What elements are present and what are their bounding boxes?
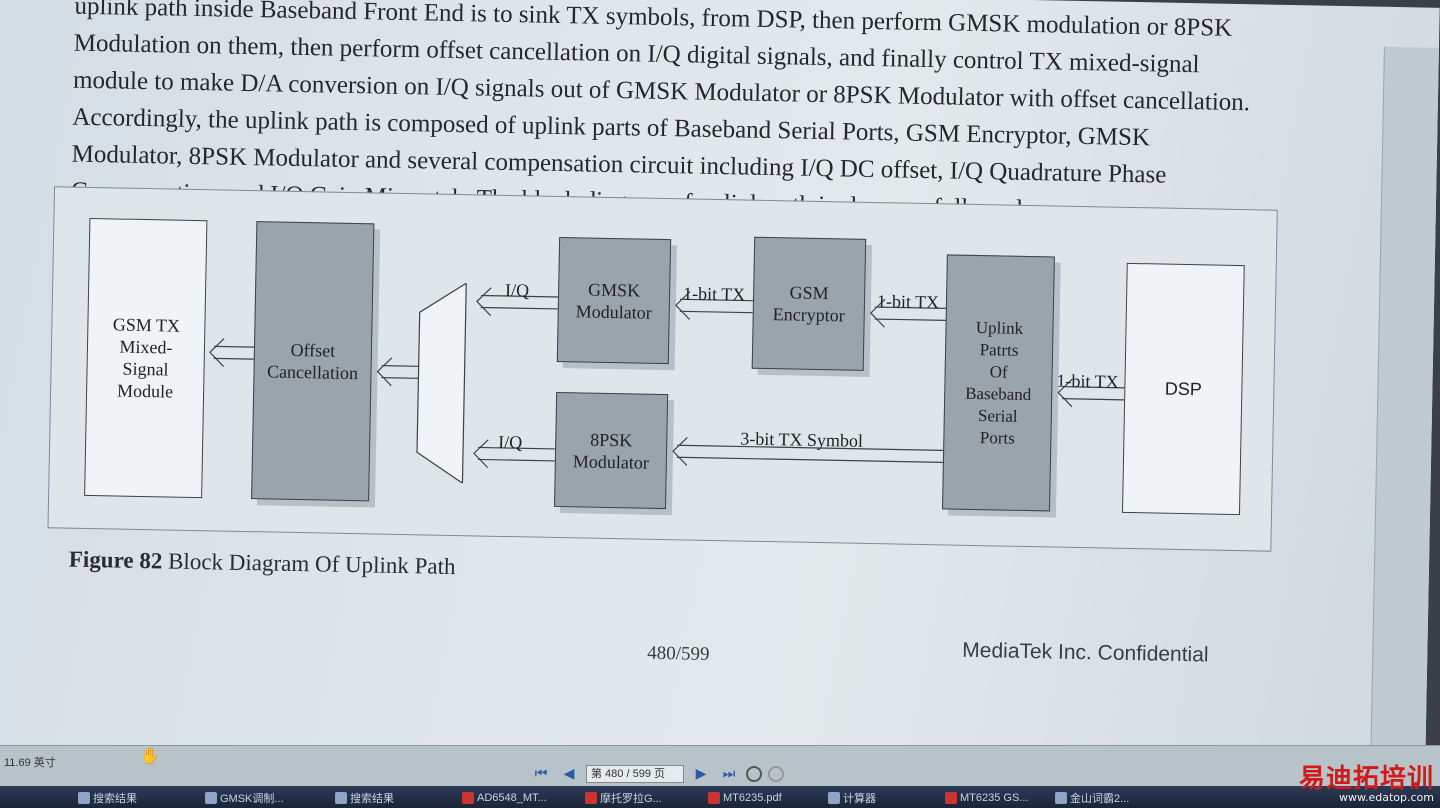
first-page-icon[interactable]: ⏮ bbox=[534, 766, 548, 782]
taskbar-item[interactable]: MT6235.pdf bbox=[708, 790, 782, 806]
iq-label-bottom: I/Q bbox=[498, 431, 523, 453]
hand-tool-icon[interactable]: ✋ bbox=[140, 748, 160, 765]
window-icon bbox=[205, 792, 217, 804]
figure-number: Figure 82 bbox=[68, 546, 163, 574]
window-icon bbox=[78, 792, 90, 804]
dictionary-icon bbox=[1055, 792, 1067, 804]
prev-page-icon[interactable]: ◀ bbox=[563, 766, 575, 782]
page-number-input[interactable]: 第 480 / 599 页 bbox=[586, 765, 684, 783]
forward-view-icon[interactable] bbox=[768, 766, 784, 782]
taskbar-item[interactable]: 金山词霸2... bbox=[1055, 790, 1129, 806]
pdf-icon bbox=[585, 792, 597, 804]
calculator-icon bbox=[828, 792, 840, 804]
taskbar-item[interactable]: MT6235 GS... bbox=[945, 790, 1028, 806]
multiplexer-shape bbox=[416, 282, 467, 484]
taskbar-item[interactable]: 搜索结果 bbox=[78, 790, 137, 806]
signal-arrows bbox=[209, 287, 1125, 469]
page-size-readout: 11.69 英寸 bbox=[4, 757, 56, 769]
pdf-icon bbox=[945, 792, 957, 804]
figure-caption: Figure 82 Block Diagram Of Uplink Path bbox=[69, 547, 456, 580]
pdf-icon bbox=[462, 792, 474, 804]
last-page-icon[interactable]: ⏭ bbox=[722, 766, 736, 782]
viewer-status-bar: 11.69 英寸 ✋ ⏮ ◀ 第 480 / 599 页 ▶ ⏭ bbox=[0, 745, 1440, 786]
taskbar-item[interactable]: AD6548_MT... bbox=[462, 790, 547, 806]
taskbar-item[interactable]: GMSK调制... bbox=[205, 790, 284, 806]
page-number: 480/599 bbox=[646, 642, 710, 665]
watermark-text: 易迪拓培训 bbox=[1298, 764, 1434, 794]
next-page-icon[interactable]: ▶ bbox=[695, 766, 707, 782]
back-view-icon[interactable] bbox=[746, 766, 762, 782]
confidential-footer: MediaTek Inc. Confidential bbox=[962, 638, 1209, 667]
taskbar-item[interactable]: 摩托罗拉G... bbox=[585, 790, 662, 806]
tx-label-encryptor: 1-bit TX bbox=[876, 291, 940, 313]
tx-label-dsp: 1-bit TX bbox=[1056, 370, 1119, 392]
symbol-label: 3-bit TX Symbol bbox=[740, 428, 864, 451]
page-navigation: ⏮ ◀ 第 480 / 599 页 ▶ ⏭ bbox=[530, 764, 784, 784]
tx-label-gmsk: 1-bit TX bbox=[682, 283, 746, 305]
window-icon bbox=[335, 792, 347, 804]
taskbar-item[interactable]: 计算器 bbox=[828, 790, 876, 806]
uplink-block-diagram: GSM TX Mixed- Signal Module Offset Cance… bbox=[47, 186, 1278, 552]
taskbar-item[interactable]: 搜索结果 bbox=[335, 790, 394, 806]
pdf-icon bbox=[708, 792, 720, 804]
taskbar: 搜索结果 GMSK调制... 搜索结果 AD6548_MT... 摩托罗拉G..… bbox=[0, 786, 1440, 808]
page-gutter bbox=[1369, 46, 1440, 808]
figure-title: Block Diagram Of Uplink Path bbox=[162, 548, 456, 580]
site-watermark: 易迪拓培训 www.edatop.com bbox=[1299, 758, 1434, 804]
iq-label-top: I/Q bbox=[504, 279, 530, 301]
watermark-url: www.edatop.com bbox=[1339, 791, 1434, 804]
